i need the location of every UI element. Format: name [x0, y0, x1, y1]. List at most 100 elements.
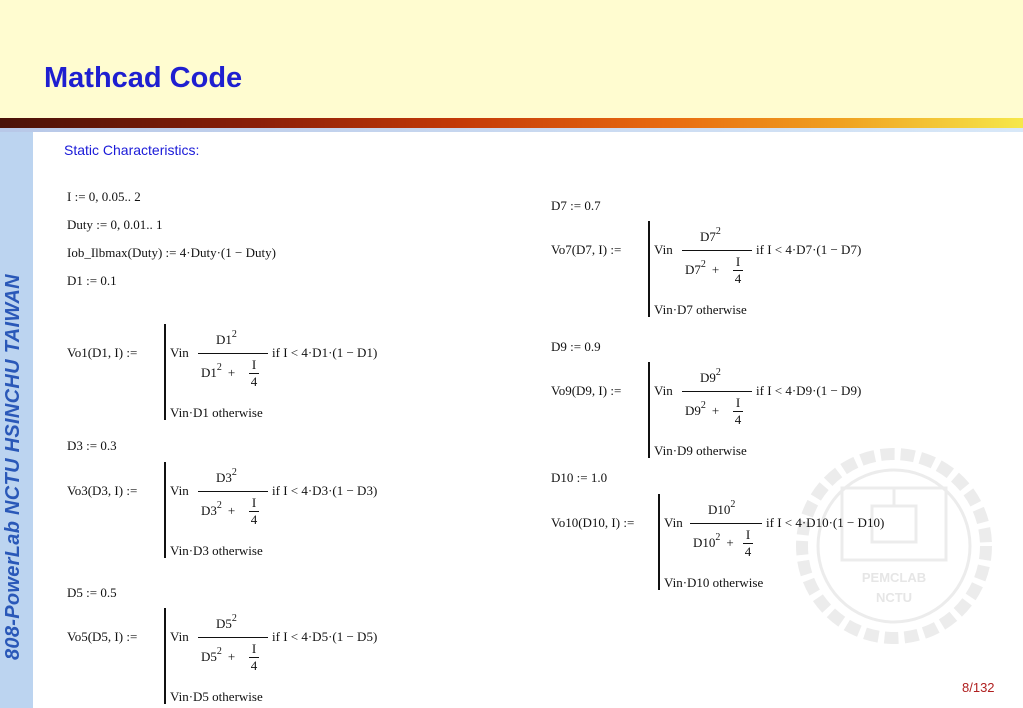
- def-d7: D7 := 0.7: [551, 198, 601, 213]
- vin-symbol: Vin: [654, 383, 673, 398]
- mini-numerator: I: [251, 641, 257, 656]
- def-duty-range: Duty := 0, 0.01.. 1: [67, 217, 163, 232]
- slide-title: Mathcad Code: [44, 62, 243, 94]
- mini-denominator: 4: [734, 271, 742, 286]
- def-d1: D1 := 0.1: [67, 273, 117, 288]
- fraction-numerator: D52: [216, 613, 237, 632]
- function-lhs: Vo7(D7, I) :=: [551, 242, 622, 257]
- mini-numerator: I: [745, 527, 751, 542]
- denominator-d: D3: [201, 503, 217, 518]
- section-subtitle: Static Characteristics:: [64, 142, 200, 158]
- fraction-numerator: D12: [216, 329, 237, 348]
- piecewise-bracket: [658, 494, 660, 590]
- watermark-line2: NCTU: [876, 590, 912, 605]
- mini-denominator: 4: [734, 412, 742, 427]
- function-lhs: Vo9(D9, I) :=: [551, 383, 622, 398]
- numerator-exponent: 2: [715, 367, 721, 378]
- denominator-exponent: 2: [216, 646, 222, 657]
- plus-sign: +: [227, 503, 236, 518]
- piecewise-bracket: [164, 608, 166, 704]
- otherwise-branch: Vin·D3 otherwise: [170, 543, 263, 558]
- def-i-range: I := 0, 0.05.. 2: [67, 189, 141, 204]
- function-condition: if I < 4·D9·(1 − D9): [756, 383, 862, 398]
- function-condition: if I < 4·D1·(1 − D1): [272, 345, 378, 360]
- numerator-d: D3: [216, 470, 232, 485]
- mini-denominator: 4: [250, 658, 258, 673]
- otherwise-branch: Vin·D7 otherwise: [654, 302, 747, 317]
- piecewise-bracket: [648, 221, 650, 317]
- header-gradient-band: [0, 118, 1023, 128]
- watermark-line1: PEMCLAB: [862, 570, 926, 585]
- mini-fraction-bar: [743, 543, 753, 544]
- mini-denominator: 4: [250, 512, 258, 527]
- numerator-d: D10: [708, 502, 731, 517]
- vin-symbol: Vin: [170, 629, 189, 644]
- fraction-bar: [198, 637, 268, 638]
- numerator-exponent: 2: [231, 613, 237, 624]
- mini-fraction-bar: [733, 270, 743, 271]
- vin-symbol: Vin: [664, 515, 683, 530]
- numerator-exponent: 2: [730, 499, 736, 510]
- function-lhs: Vo3(D3, I) :=: [67, 483, 138, 498]
- denominator-exponent: 2: [700, 259, 706, 270]
- vin-symbol: Vin: [654, 242, 673, 257]
- mini-numerator: I: [735, 254, 741, 269]
- otherwise-branch: Vin·D5 otherwise: [170, 689, 263, 704]
- fraction-denominator: D12 +: [201, 362, 241, 381]
- mini-fraction-bar: [249, 657, 259, 658]
- mini-denominator: 4: [250, 374, 258, 389]
- mini-numerator: I: [251, 357, 257, 372]
- sidebar: [0, 132, 33, 708]
- mini-denominator: 4: [744, 544, 752, 559]
- header-accent-line: [0, 128, 1023, 132]
- mini-numerator: I: [251, 495, 257, 510]
- piecewise-bracket: [648, 362, 650, 458]
- function-condition: if I < 4·D3·(1 − D3): [272, 483, 378, 498]
- fraction-denominator: D92+: [685, 401, 725, 419]
- vin-symbol: Vin: [170, 345, 189, 360]
- fraction-denominator: D52+: [201, 646, 241, 665]
- fraction-bar: [690, 523, 762, 524]
- otherwise-branch: Vin·D9 otherwise: [654, 443, 747, 458]
- denominator-exponent: 2: [216, 500, 222, 511]
- function-lhs: Vo5(D5, I) :=: [67, 629, 138, 644]
- function-lhs: Vo10(D10, I) :=: [551, 515, 635, 530]
- fraction-denominator: D102+: [693, 532, 740, 551]
- numerator-exponent: 2: [231, 467, 237, 478]
- plus-sign: +: [726, 535, 734, 550]
- numerator-d: D9: [700, 370, 716, 385]
- fraction-numerator: D72: [700, 227, 721, 245]
- fraction-bar: [682, 391, 752, 392]
- denominator-d: D5: [201, 649, 217, 664]
- plus-sign: +: [711, 403, 720, 418]
- piecewise-bracket: [164, 462, 166, 558]
- piecewise-bracket: [164, 324, 166, 420]
- denominator-d: D1: [201, 365, 217, 380]
- plus-sign: +: [711, 262, 720, 277]
- fraction-numerator: D92: [700, 367, 721, 386]
- plus-sign: +: [227, 365, 236, 380]
- fraction-numerator: D32: [216, 467, 237, 486]
- numerator-d: D1: [216, 332, 232, 347]
- page-number: 8/132: [962, 680, 995, 695]
- denominator-d: D9: [685, 403, 701, 418]
- function-condition: if I < 4·D10·(1 − D10): [766, 515, 885, 530]
- numerator-exponent: 2: [231, 329, 237, 340]
- otherwise-branch: Vin·D10 otherwise: [664, 575, 764, 590]
- vin-symbol: Vin: [170, 483, 189, 498]
- fraction-denominator: D32 +: [201, 500, 241, 519]
- fraction-bar: [198, 353, 268, 354]
- mini-fraction-bar: [249, 511, 259, 512]
- denominator-exponent: 2: [216, 362, 222, 373]
- fraction-bar: [198, 491, 268, 492]
- fraction-bar: [682, 250, 752, 251]
- mini-numerator: I: [735, 395, 741, 410]
- denominator-exponent: 2: [715, 532, 721, 543]
- sidebar-lab-text: 808-PowerLab NCTU HSINCHU TAIWAN: [2, 274, 24, 660]
